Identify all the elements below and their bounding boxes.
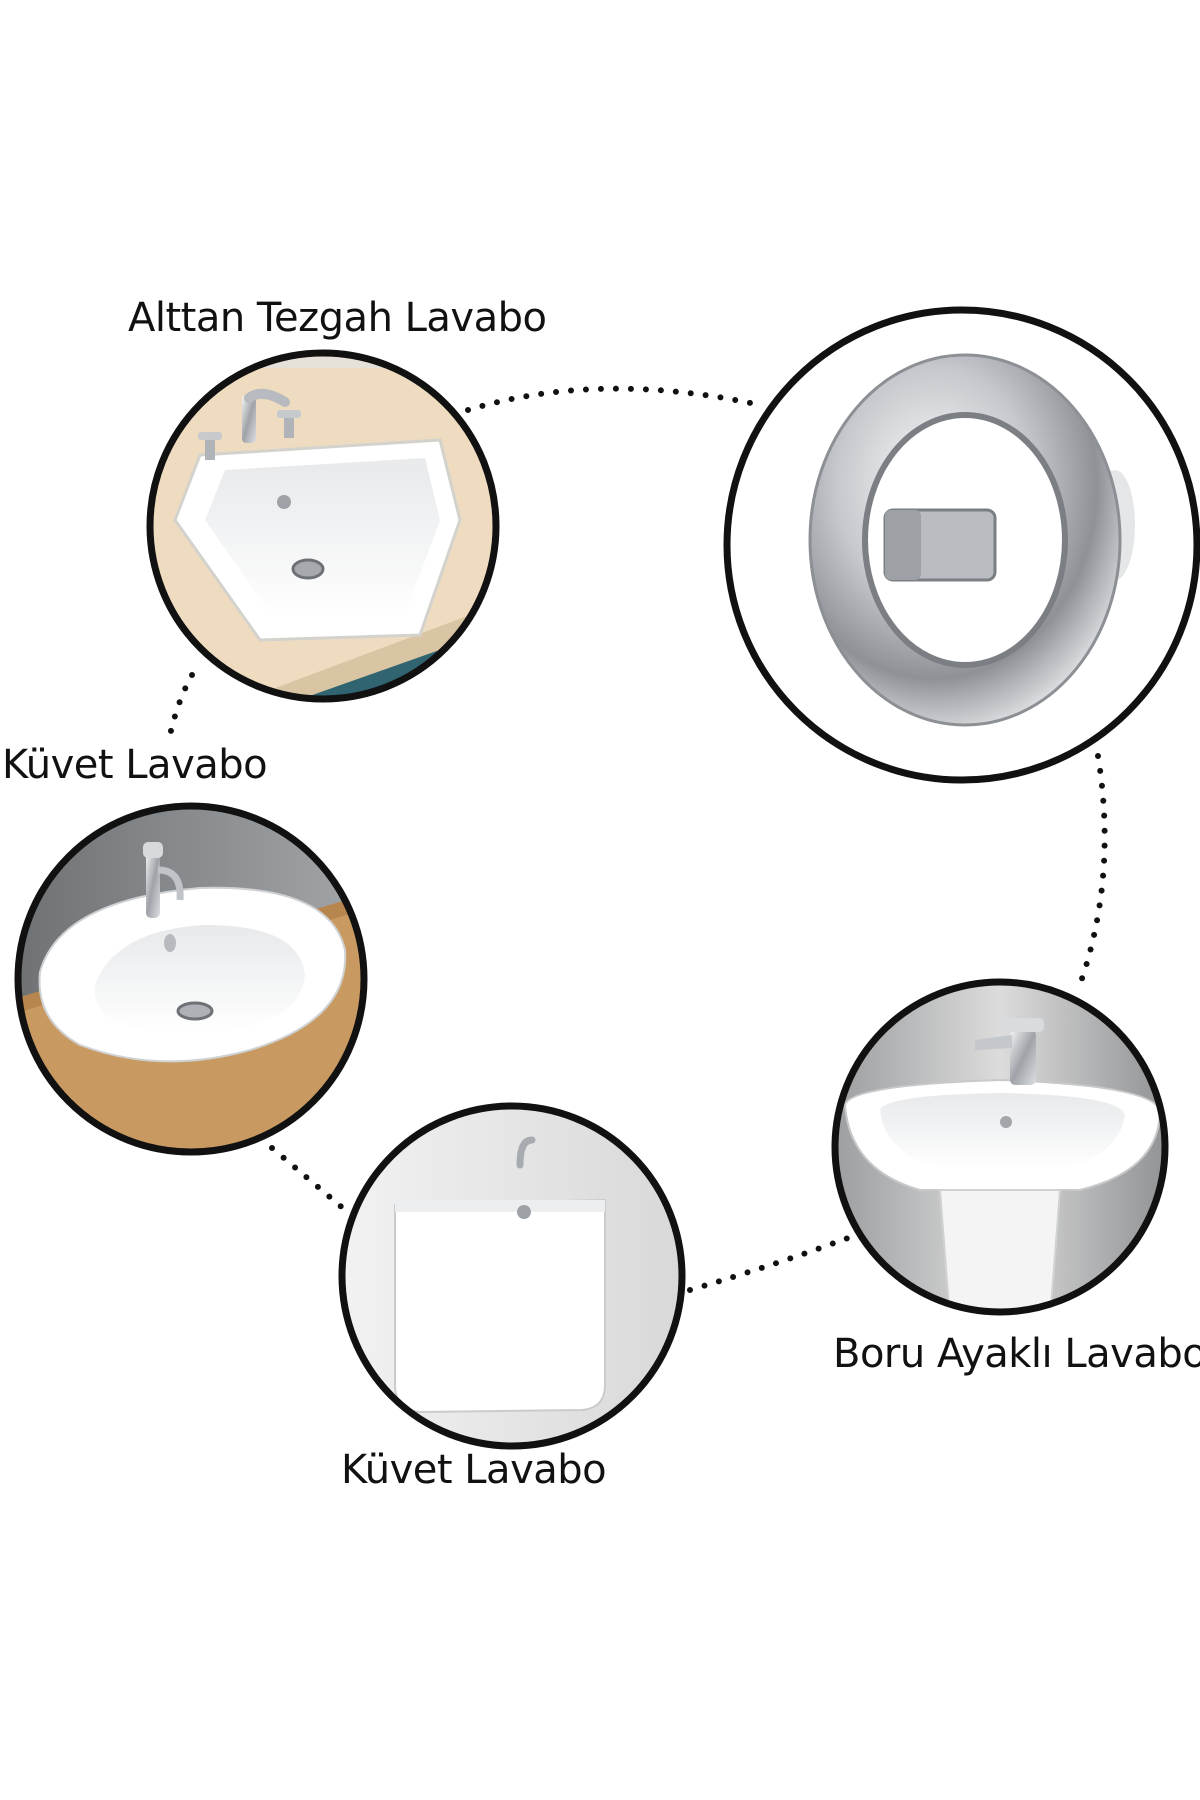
dotted-connectors [167,385,1108,1293]
vessel-sink-photo [14,802,368,1156]
connector-bottom-right [687,1235,851,1293]
vessel-sink-frame [14,802,368,1156]
pedestal-sink-frame [831,978,1169,1316]
label-pedestal-sink: Boru Ayaklı Lavabo [833,1331,1200,1377]
pedestal-sink-photo [831,978,1169,1316]
undercounter-sink-photo [146,349,500,703]
connector-right [1075,753,1108,993]
square-basin-frame [338,1102,686,1450]
connector-bottom-left [269,1145,348,1213]
overflow-ring-frame [723,306,1200,784]
undercounter-sink-frame [146,349,500,703]
label-bathtub-sink-bottom: Küvet Lavabo [341,1447,607,1493]
label-undercounter-sink: Alttan Tezgah Lavabo [128,295,547,341]
square-basin-photo [338,1102,686,1450]
connector-left [167,672,195,738]
overflow-ring-photo [723,306,1200,784]
label-bathtub-sink-left: Küvet Lavabo [2,742,268,788]
connector-top [465,385,763,413]
